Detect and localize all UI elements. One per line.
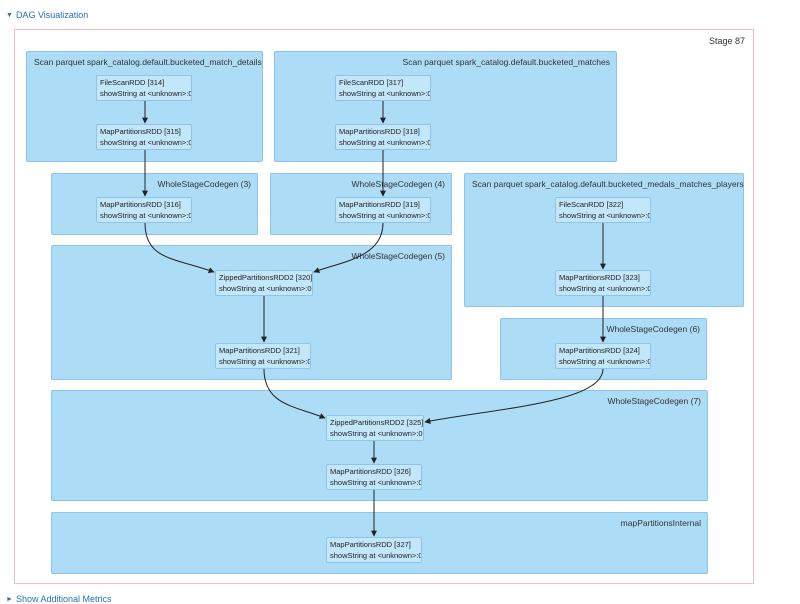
cluster-scan-matches: Scan parquet spark_catalog.default.bucke…: [274, 51, 617, 162]
rdd-node-317[interactable]: FileScanRDD [317] showString at <unknown…: [335, 75, 431, 101]
rdd-name: MapPartitionsRDD [326]: [330, 467, 411, 476]
rdd-callsite: showString at <unknown>:0: [100, 210, 192, 220]
rdd-name: MapPartitionsRDD [316]: [100, 200, 181, 209]
rdd-node-327[interactable]: MapPartitionsRDD [327] showString at <un…: [326, 537, 422, 563]
rdd-name: MapPartitionsRDD [318]: [339, 127, 420, 136]
stage-label: Stage 87: [708, 36, 745, 46]
rdd-callsite: showString at <unknown>:0: [559, 210, 651, 220]
rdd-node-326[interactable]: MapPartitionsRDD [326] showString at <un…: [326, 464, 422, 490]
rdd-node-322[interactable]: FileScanRDD [322] showString at <unknown…: [555, 197, 651, 223]
rdd-node-321[interactable]: MapPartitionsRDD [321] showString at <un…: [215, 343, 311, 369]
rdd-name: MapPartitionsRDD [321]: [219, 346, 300, 355]
rdd-name: MapPartitionsRDD [319]: [339, 200, 420, 209]
metrics-toggle-label: Show Additional Metrics: [15, 594, 112, 604]
rdd-node-318[interactable]: MapPartitionsRDD [318] showString at <un…: [335, 124, 431, 150]
rdd-name: FileScanRDD [317]: [339, 78, 404, 87]
rdd-callsite: showString at <unknown>:0: [339, 88, 431, 98]
rdd-node-323[interactable]: MapPartitionsRDD [323] showString at <un…: [555, 270, 651, 296]
cluster-label: WholeStageCodegen (5): [351, 251, 445, 261]
cluster-label: WholeStageCodegen (6): [606, 324, 700, 334]
dag-toggle-label: DAG Visualization: [15, 10, 89, 20]
rdd-node-314[interactable]: FileScanRDD [314] showString at <unknown…: [96, 75, 192, 101]
rdd-callsite: showString at <unknown>:0: [219, 356, 311, 366]
rdd-name: FileScanRDD [314]: [100, 78, 165, 87]
rdd-name: ZippedPartitionsRDD2 [325]: [330, 418, 424, 427]
rdd-name: ZippedPartitionsRDD2 [320]: [219, 273, 313, 282]
rdd-callsite: showString at <unknown>:0: [559, 356, 651, 366]
cluster-label: Scan parquet spark_catalog.default.bucke…: [402, 57, 610, 67]
rdd-callsite: showString at <unknown>:0: [330, 550, 422, 560]
rdd-node-316[interactable]: MapPartitionsRDD [316] showString at <un…: [96, 197, 192, 223]
rdd-callsite: showString at <unknown>:0: [100, 137, 192, 147]
rdd-name: MapPartitionsRDD [315]: [100, 127, 181, 136]
cluster-label: Scan parquet spark_catalog.default.bucke…: [472, 179, 744, 189]
cluster-label: WholeStageCodegen (3): [157, 179, 251, 189]
rdd-node-319[interactable]: MapPartitionsRDD [319] showString at <un…: [335, 197, 431, 223]
show-additional-metrics-toggle[interactable]: ► Show Additional Metrics: [6, 594, 111, 604]
rdd-node-325[interactable]: ZippedPartitionsRDD2 [325] showString at…: [326, 415, 424, 441]
cluster-label: WholeStageCodegen (7): [607, 396, 701, 406]
dag-visualization-toggle[interactable]: ▼ DAG Visualization: [6, 10, 88, 20]
rdd-callsite: showString at <unknown>:0: [219, 283, 312, 293]
rdd-callsite: showString at <unknown>:0: [339, 210, 431, 220]
rdd-name: MapPartitionsRDD [324]: [559, 346, 640, 355]
cluster-label: Scan parquet spark_catalog.default.bucke…: [34, 57, 262, 67]
rdd-callsite: showString at <unknown>:0: [100, 88, 192, 98]
rdd-node-315[interactable]: MapPartitionsRDD [315] showString at <un…: [96, 124, 192, 150]
rdd-node-324[interactable]: MapPartitionsRDD [324] showString at <un…: [555, 343, 651, 369]
caret-right-icon: ►: [6, 595, 13, 603]
rdd-name: MapPartitionsRDD [323]: [559, 273, 640, 282]
rdd-callsite: showString at <unknown>:0: [330, 477, 422, 487]
rdd-callsite: showString at <unknown>:0: [330, 428, 423, 438]
rdd-name: MapPartitionsRDD [327]: [330, 540, 411, 549]
rdd-callsite: showString at <unknown>:0: [559, 283, 651, 293]
cluster-label: mapPartitionsInternal: [620, 518, 701, 528]
rdd-node-320[interactable]: ZippedPartitionsRDD2 [320] showString at…: [215, 270, 313, 296]
rdd-name: FileScanRDD [322]: [559, 200, 624, 209]
caret-down-icon: ▼: [6, 11, 13, 19]
rdd-callsite: showString at <unknown>:0: [339, 137, 431, 147]
cluster-label: WholeStageCodegen (4): [351, 179, 445, 189]
